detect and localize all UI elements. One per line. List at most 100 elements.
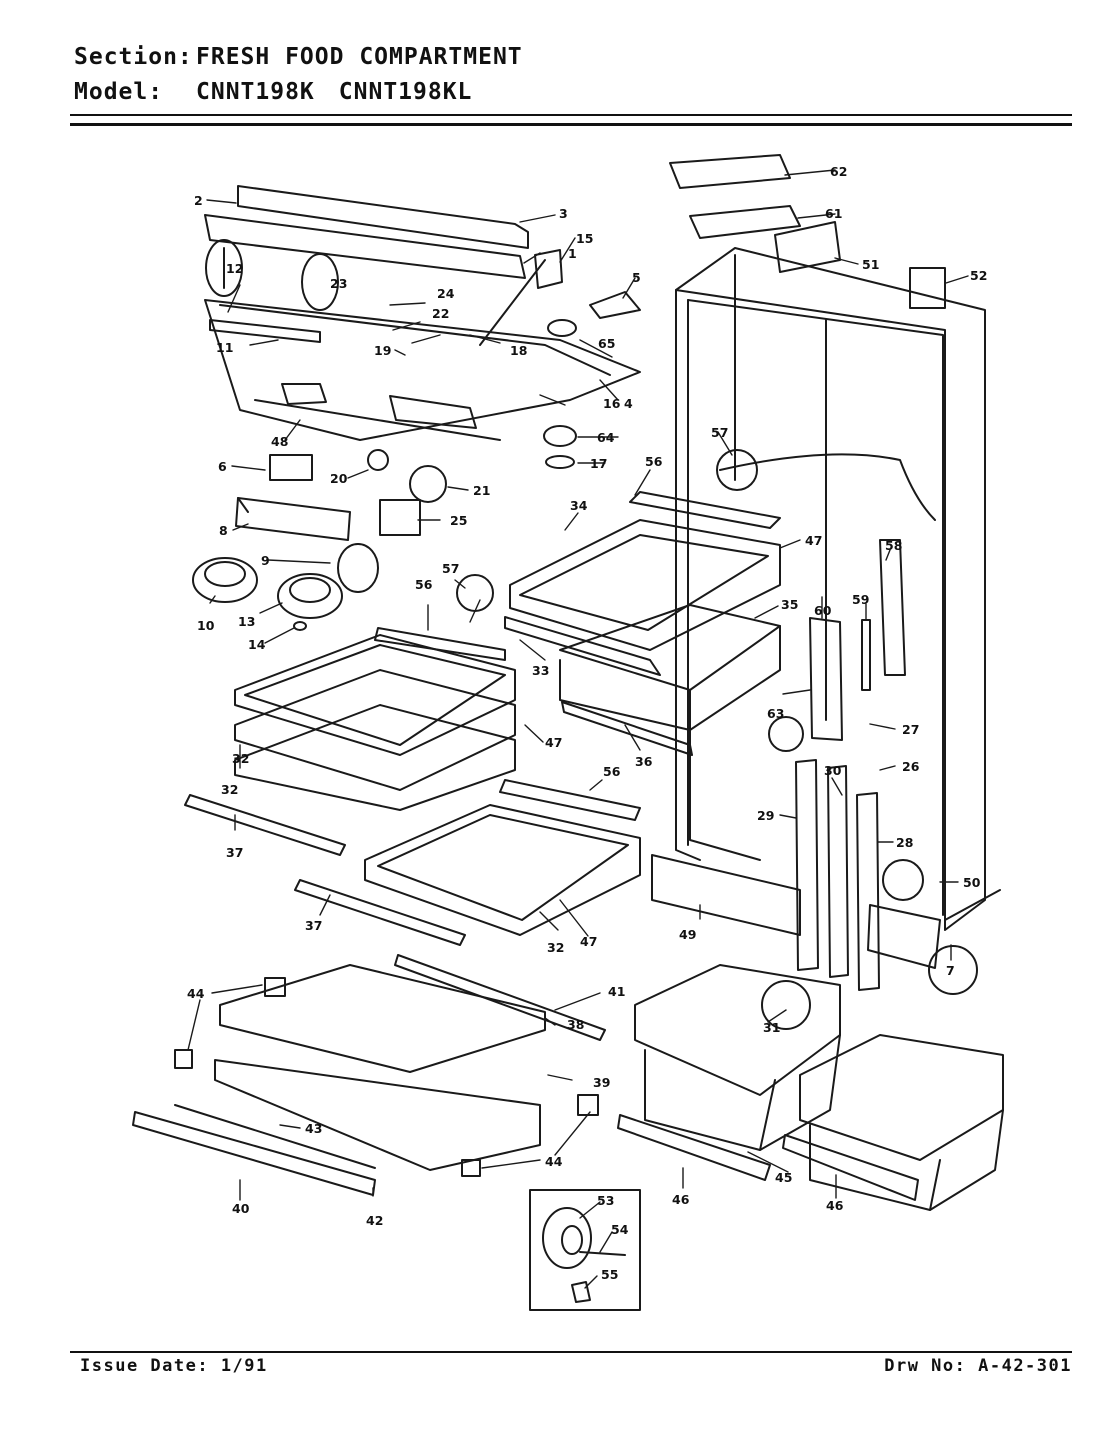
model-heading: Model: CNNT198K CNNT198KL xyxy=(74,79,496,105)
callout-53: 53 xyxy=(597,1193,614,1208)
crisper-cover xyxy=(132,954,606,1196)
callout-49: 49 xyxy=(679,927,696,942)
rails-and-base xyxy=(651,154,946,991)
callout-4: 4 xyxy=(624,396,633,411)
callout-57b: 57 xyxy=(442,561,459,576)
callout-5: 5 xyxy=(632,270,641,285)
callout-29: 29 xyxy=(757,808,774,823)
callout-60: 60 xyxy=(814,603,832,618)
callout-17: 17 xyxy=(590,456,607,471)
callout-32b: 32 xyxy=(547,940,564,955)
callout-47c: 47 xyxy=(580,934,597,949)
callout-8: 8 xyxy=(219,523,228,538)
callout-52: 52 xyxy=(970,268,987,283)
left-shelves xyxy=(184,627,516,856)
callout-47b: 47 xyxy=(545,735,562,750)
callout-46b: 46 xyxy=(826,1198,844,1213)
callout-32c: 32 xyxy=(232,751,249,766)
callout-37a: 37 xyxy=(226,845,243,860)
callout-30: 30 xyxy=(824,763,842,778)
section-key: Section: xyxy=(74,44,193,70)
model-key: Model: xyxy=(74,79,164,105)
callout-22: 22 xyxy=(432,306,449,321)
cabinet-liner xyxy=(675,247,1001,931)
model-value-2: CNNT198KL xyxy=(338,79,473,105)
callout-61: 61 xyxy=(825,206,842,221)
parts-drawing xyxy=(132,154,1004,1311)
callout-15: 15 xyxy=(576,231,593,246)
callout-50: 50 xyxy=(963,875,981,890)
callout-20: 20 xyxy=(330,471,348,486)
footer-rule xyxy=(70,1351,1072,1353)
callout-9: 9 xyxy=(261,553,270,568)
callout-64: 64 xyxy=(597,430,615,445)
callout-36: 36 xyxy=(635,754,653,769)
callout-38: 38 xyxy=(567,1017,584,1032)
callout-31: 31 xyxy=(763,1020,780,1035)
callout-13: 13 xyxy=(238,614,255,629)
callout-2: 2 xyxy=(194,193,203,208)
control-parts xyxy=(192,239,641,631)
callout-42: 42 xyxy=(366,1213,383,1228)
header-rule-bottom xyxy=(70,123,1072,126)
issue-date: Issue Date: 1/91 xyxy=(80,1356,268,1376)
callout-34: 34 xyxy=(570,498,588,513)
model-value-1: CNNT198K xyxy=(196,79,315,105)
callout-57a: 57 xyxy=(711,425,728,440)
callout-51: 51 xyxy=(862,257,879,272)
callout-44a: 44 xyxy=(187,986,205,1001)
callout-32a: 32 xyxy=(221,782,238,797)
callout-23: 23 xyxy=(330,276,347,291)
callout-1: 1 xyxy=(568,246,577,261)
callout-39: 39 xyxy=(593,1075,610,1090)
callout-26: 26 xyxy=(902,759,920,774)
callout-18: 18 xyxy=(510,343,527,358)
callout-27: 27 xyxy=(902,722,919,737)
callout-43: 43 xyxy=(305,1121,322,1136)
callout-28: 28 xyxy=(896,835,913,850)
callout-40: 40 xyxy=(232,1201,250,1216)
callout-45: 45 xyxy=(775,1170,792,1185)
detail-circles xyxy=(174,449,978,1311)
callout-14: 14 xyxy=(248,637,266,652)
leader-lines xyxy=(187,169,969,1289)
callout-47a: 47 xyxy=(805,533,822,548)
callout-6: 6 xyxy=(218,459,227,474)
upper-right-shelf xyxy=(504,491,781,756)
callout-54: 54 xyxy=(611,1222,629,1237)
callout-63: 63 xyxy=(767,706,784,721)
callout-25: 25 xyxy=(450,513,467,528)
callout-56b: 56 xyxy=(415,577,433,592)
callout-46a: 46 xyxy=(672,1192,690,1207)
callout-41: 41 xyxy=(608,984,625,999)
callout-24: 24 xyxy=(437,286,455,301)
callout-10: 10 xyxy=(197,618,215,633)
light-housing xyxy=(204,185,641,441)
callout-58: 58 xyxy=(885,538,902,553)
drawing-number: Drw No: A-42-301 xyxy=(884,1356,1072,1376)
callout-37b: 37 xyxy=(305,918,322,933)
callout-48: 48 xyxy=(271,434,288,449)
callout-65: 65 xyxy=(598,336,615,351)
callout-3: 3 xyxy=(559,206,568,221)
middle-shelf xyxy=(294,779,641,946)
callout-21: 21 xyxy=(473,483,490,498)
callout-62: 62 xyxy=(830,164,847,179)
callout-35: 35 xyxy=(781,597,798,612)
callout-56a: 56 xyxy=(645,454,663,469)
callout-19: 19 xyxy=(374,343,391,358)
callout-labels: 1 2 3 4 5 6 7 8 9 10 11 12 13 14 15 16 1… xyxy=(187,164,987,1282)
callout-33: 33 xyxy=(532,663,549,678)
callout-59: 59 xyxy=(852,592,869,607)
header-rule-top xyxy=(70,114,1072,116)
callout-16: 16 xyxy=(603,396,621,411)
callout-11: 11 xyxy=(216,340,233,355)
callout-56c: 56 xyxy=(603,764,621,779)
callout-44b: 44 xyxy=(545,1154,563,1169)
section-heading: Section:FRESH FOOD COMPARTMENT xyxy=(74,44,547,70)
section-value: FRESH FOOD COMPARTMENT xyxy=(196,44,523,70)
callout-55: 55 xyxy=(601,1267,618,1282)
callout-7: 7 xyxy=(946,963,955,978)
callout-12: 12 xyxy=(226,261,243,276)
